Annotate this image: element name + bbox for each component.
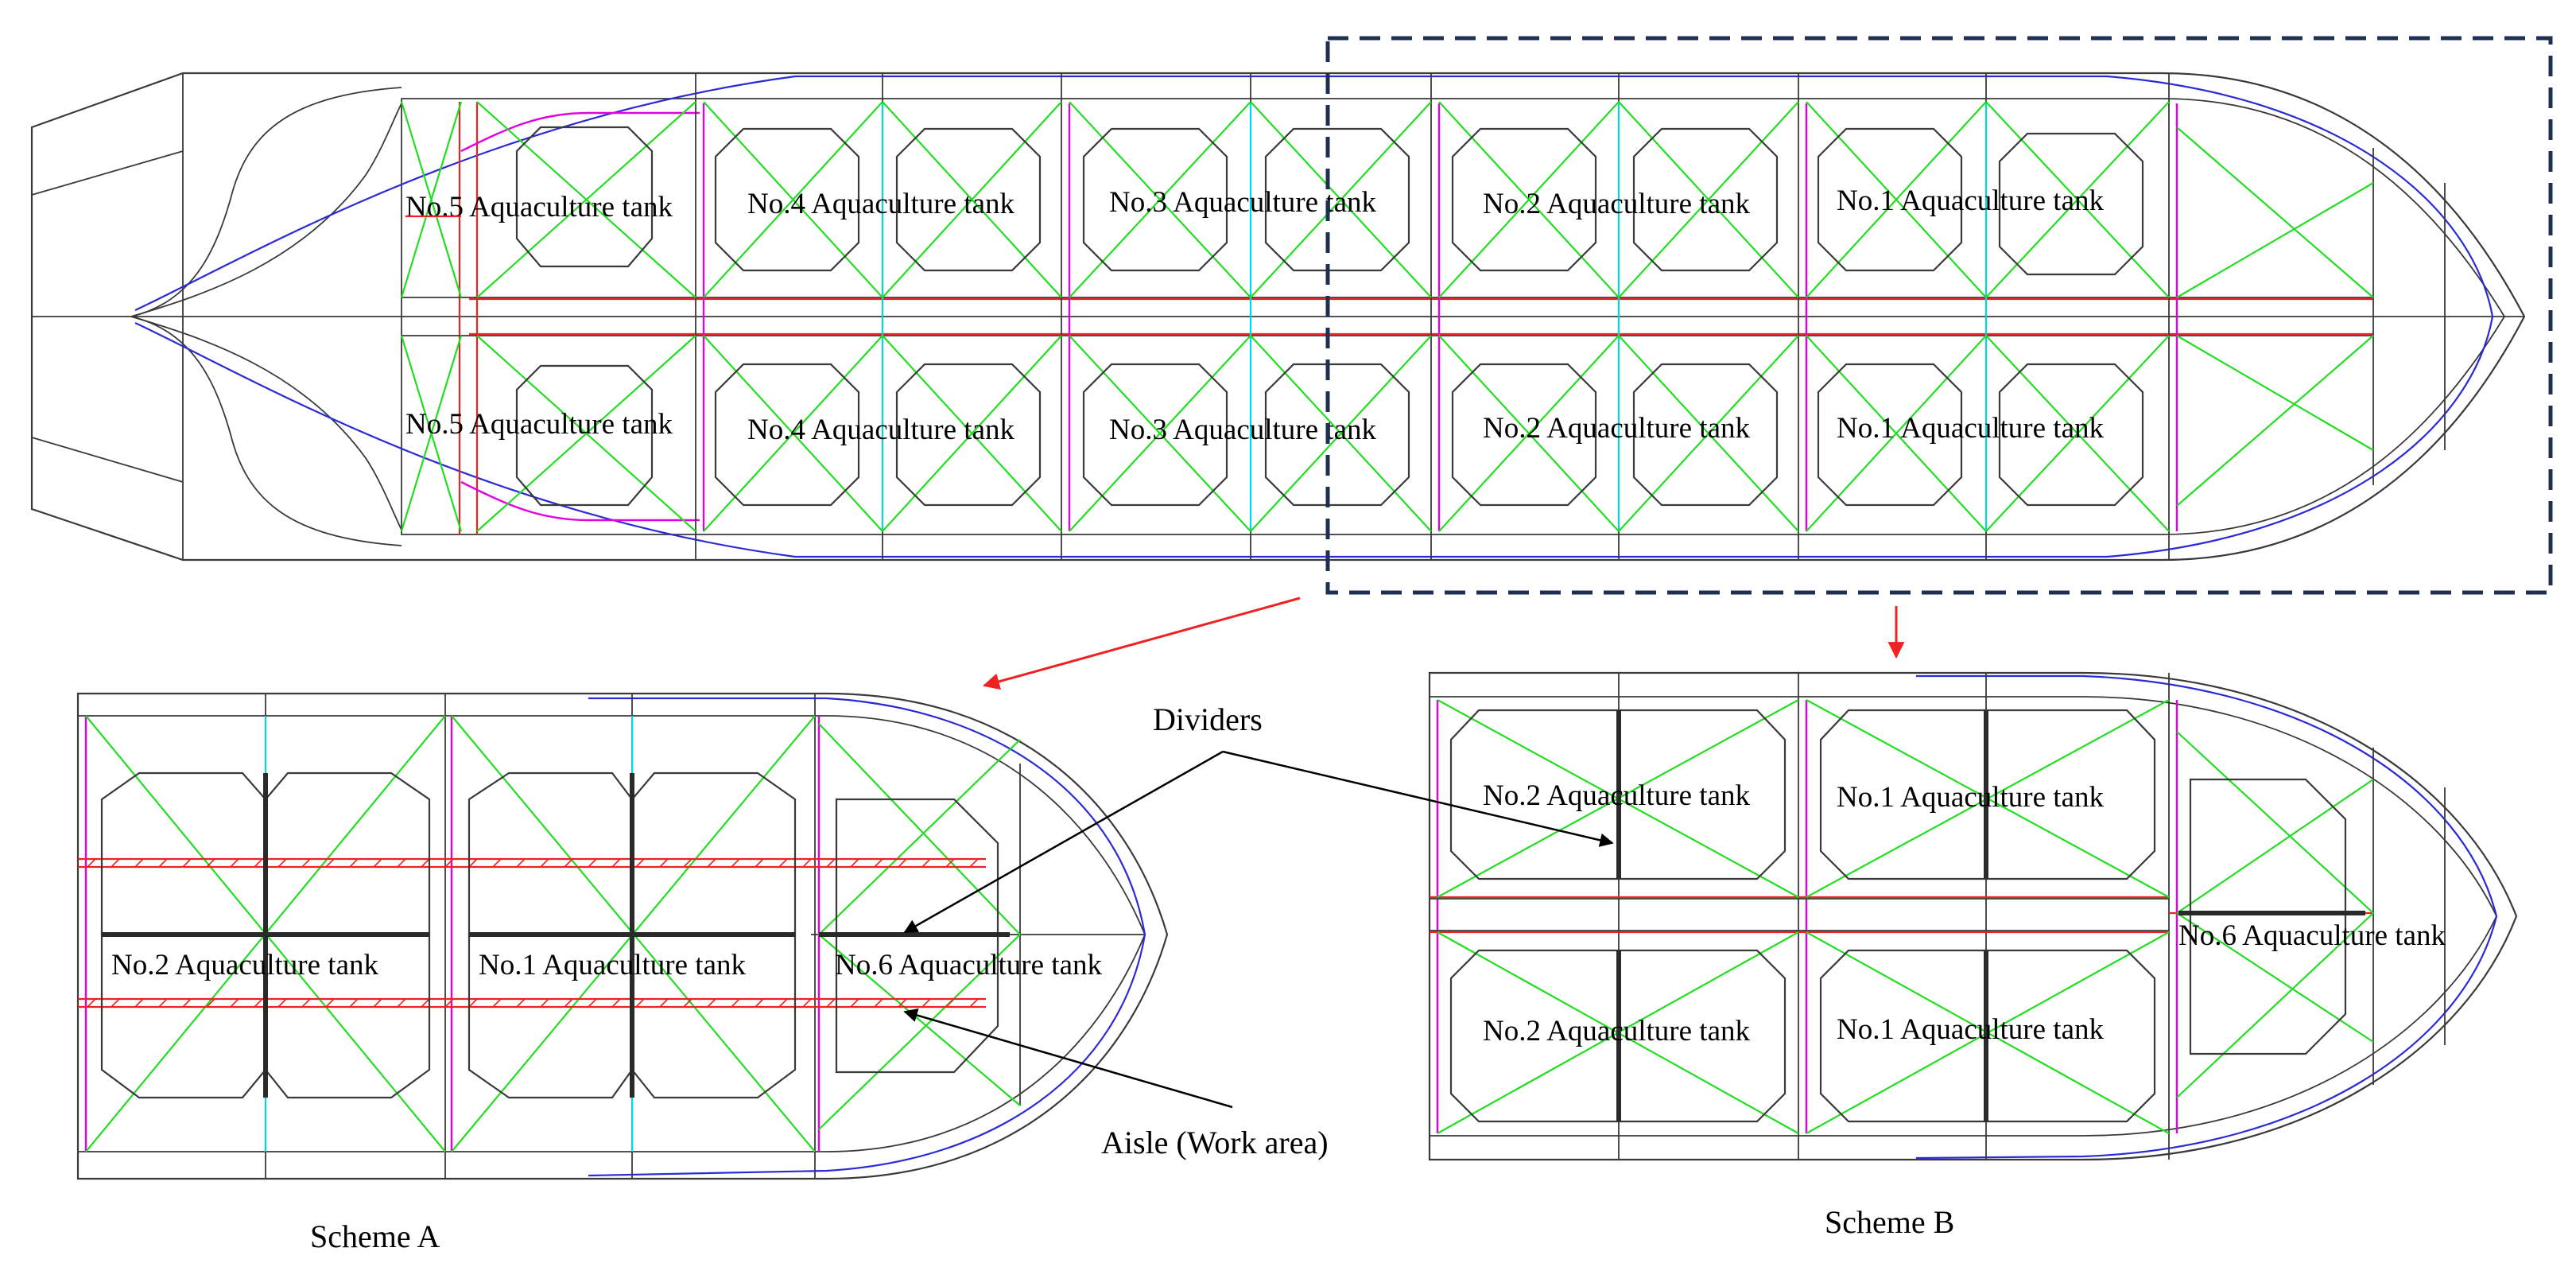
transverse-bulkheads [695, 73, 2446, 560]
selection-frame [1325, 36, 2553, 595]
scheme-b-bracing [1437, 699, 2374, 1134]
callout-dividers-arrow-a [903, 750, 1224, 934]
callout-aisle: Aisle (Work area) [1101, 1125, 1329, 1160]
top-tank-labels: No.5 Aquaculture tank No.4 Aquaculture t… [405, 185, 2104, 446]
stern-curve-upper [130, 87, 402, 317]
scheme-b-labels: No.2 Aquaculture tank No.1 Aquaculture t… [1483, 779, 2446, 1047]
octagon-tanks [515, 126, 2144, 507]
scheme-b-bulkheads [1436, 673, 2446, 1160]
scheme-b-label-no1-lower: No.1 Aquaculture tank [1837, 1013, 2104, 1046]
scheme-b-waterline [1915, 674, 2498, 1160]
scheme-b-aisle [1430, 896, 2373, 934]
scheme-a-outer-hull [76, 692, 1169, 1180]
scheme-a-label-no2: No.2 Aquaculture tank [111, 949, 378, 981]
label-no2-lower: No.2 Aquaculture tank [1483, 412, 1750, 445]
label-no1-upper: No.1 Aquaculture tank [1837, 185, 2104, 217]
scheme-a-label-no6: No.6 Aquaculture tank [835, 949, 1102, 981]
scheme-b-inner-hull [1429, 696, 2497, 1137]
scheme-b-octagons [1449, 709, 2347, 1123]
scheme-a-title: Scheme A [310, 1218, 440, 1254]
stern-tank-edge-lower [460, 480, 700, 522]
label-no3-lower: No.3 Aquaculture tank [1109, 414, 1376, 446]
waterline-curve [134, 75, 2494, 558]
label-no4-lower: No.4 Aquaculture tank [747, 414, 1014, 446]
scheme-b-dividers [1616, 710, 2365, 1121]
scheme-b-label-no2-upper: No.2 Aquaculture tank [1483, 779, 1750, 812]
stern-tank-edge-upper [460, 111, 700, 153]
scheme-b-label-no6: No.6 Aquaculture tank [2178, 919, 2446, 952]
label-no1-lower: No.1 Aquaculture tank [1837, 412, 2104, 445]
callout-dividers: Dividers [1153, 702, 1263, 737]
callout-aisle-arrow [903, 1009, 1233, 1109]
scheme-a-labels: No.2 Aquaculture tank No.1 Aquaculture t… [111, 949, 1102, 981]
scheme-a-plan: No.2 Aquaculture tank No.1 Aquaculture t… [76, 692, 1169, 1180]
stern-lines-outer [31, 150, 184, 483]
scheme-a-aisle-rails [78, 857, 986, 1009]
label-no5-lower: No.5 Aquaculture tank [405, 408, 673, 441]
label-no2-upper: No.2 Aquaculture tank [1483, 188, 1750, 220]
scheme-b-label-no2-lower: No.2 Aquaculture tank [1483, 1015, 1750, 1047]
scheme-b-title: Scheme B [1825, 1204, 1954, 1240]
label-no3-upper: No.3 Aquaculture tank [1109, 186, 1376, 219]
zoom-arrow-to-scheme-a [982, 597, 1301, 690]
scheme-a-dividers [102, 773, 1010, 1098]
full-ship-plan: No.5 Aquaculture tank No.4 Aquaculture t… [30, 36, 2553, 595]
bracing-crosses [400, 101, 2374, 532]
stern-curve-lower-2 [130, 316, 402, 531]
label-no4-upper: No.4 Aquaculture tank [747, 188, 1014, 220]
scheme-b-label-no1-upper: No.1 Aquaculture tank [1837, 781, 2104, 814]
stern-curve-lower [130, 316, 402, 546]
label-no5-upper: No.5 Aquaculture tank [405, 191, 673, 223]
callout-dividers-arrow-b [1222, 750, 1614, 847]
scheme-a-label-no1: No.1 Aquaculture tank [479, 949, 746, 981]
scheme-b-outer-hull [1428, 671, 2518, 1161]
stern-curve-upper-2 [130, 103, 402, 317]
cell-grid [402, 297, 2373, 336]
scheme-b-plan: No.2 Aquaculture tank No.1 Aquaculture t… [1428, 671, 2518, 1161]
